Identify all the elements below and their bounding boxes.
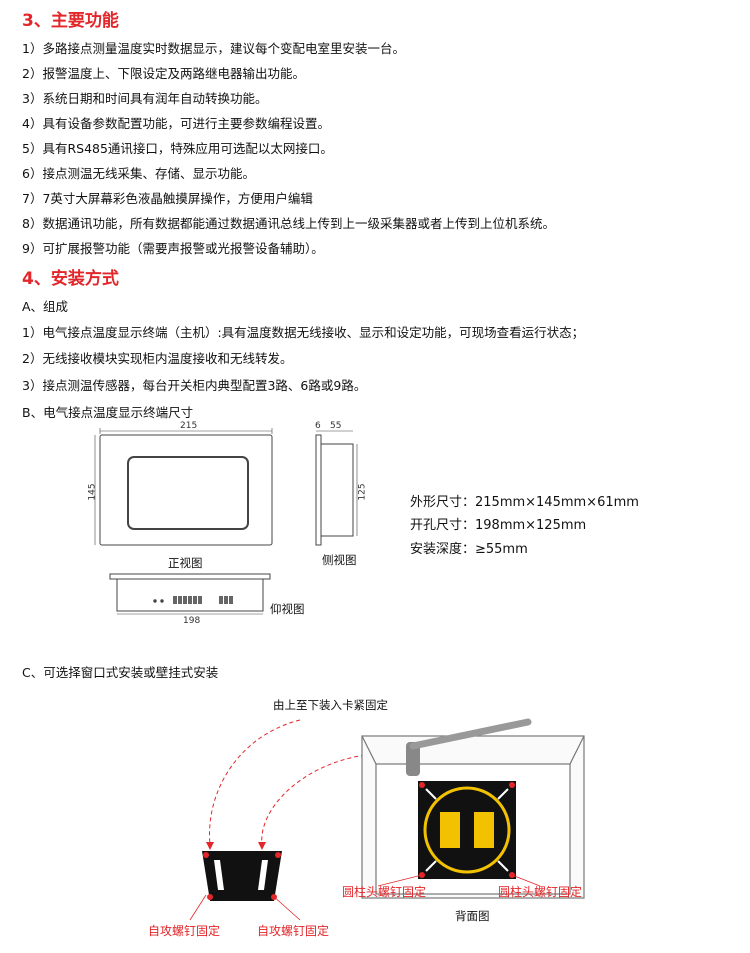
bottom-view-body: [116, 578, 264, 612]
feature-item-9: 9）可扩展报警功能（需要声报警或光报警设备辅助）。: [22, 241, 324, 256]
feature-item-1: 1）多路接点测量温度实时数据显示，建议每个变配电室里安装一台。: [22, 41, 405, 56]
subheading-c: C、可选择窗口式安装或壁挂式安装: [22, 665, 219, 680]
spec-outer-size: 外形尺寸：215mm×145mm×61mm: [410, 495, 639, 510]
feature-item-3: 3）系统日期和时间具有润年自动转换功能。: [22, 91, 268, 106]
side-dimension-flange: 6: [315, 421, 321, 431]
self-tap-label-left: 自攻螺钉固定: [148, 924, 221, 938]
component-item-2: 2）无线接收模块实现柜内温度接收和无线转发。: [22, 351, 293, 366]
spec-install-depth: 安装深度：≥55mm: [410, 542, 528, 557]
install-caption: 由上至下装入卡紧固定: [273, 698, 388, 712]
back-bracket: [418, 781, 516, 879]
feature-item-7: 7）7英寸大屏幕彩色液晶触摸屏操作，方便用户编辑: [22, 191, 313, 206]
screw-label-right: 圆柱头螺钉固定: [498, 885, 583, 899]
wall-bracket: [202, 851, 282, 901]
front-view-screen: [127, 456, 249, 530]
component-item-3: 3）接点测温传感器，每台开关柜内典型配置3路、6路或9路。: [22, 378, 367, 393]
side-view-label: 侧视图: [322, 553, 357, 567]
feature-item-8: 8）数据通讯功能，所有数据都能通过数据通讯总线上传到上一级采集器或者上传到上位机…: [22, 216, 555, 231]
feature-item-2: 2）报警温度上、下限设定及两路继电器输出功能。: [22, 66, 305, 81]
component-item-1: 1）电气接点温度显示终端（主机）:具有温度数据无线接收、显示和设定功能，可现场查…: [22, 325, 585, 340]
arrow-heads: [206, 842, 266, 850]
bottom-width-dimension: 198: [183, 616, 201, 626]
side-dimension-depth: 55: [330, 421, 342, 431]
front-width-dimension: 215: [180, 421, 198, 431]
bottom-view-label: 仰视图: [270, 602, 305, 616]
front-view-label: 正视图: [168, 556, 203, 570]
self-tap-label-right: 自攻螺钉固定: [257, 924, 330, 938]
mount-arrows: [209, 719, 366, 846]
section3-title: 3、主要功能: [22, 11, 119, 31]
feature-item-4: 4）具有设备参数配置功能，可进行主要参数编程设置。: [22, 116, 330, 131]
spec-cutout-size: 开孔尺寸：198mm×125mm: [410, 518, 587, 533]
terminal-blocks: [173, 596, 233, 604]
subheading-a: A、组成: [22, 299, 69, 314]
feature-item-6: 6）接点测温无线采集、存储、显示功能。: [22, 166, 255, 181]
back-view-label: 背面图: [455, 909, 490, 923]
screw-label-left: 圆柱头螺钉固定: [342, 885, 427, 899]
section4-title: 4、安装方式: [22, 269, 119, 289]
feature-item-5: 5）具有RS485通讯接口，特殊应用可选配以太网接口。: [22, 141, 333, 156]
subheading-b: B、电气接点温度显示终端尺寸: [22, 405, 194, 420]
front-view-outline: [99, 434, 273, 546]
antenna-icon: [406, 718, 532, 776]
side-view-body: [320, 443, 354, 537]
